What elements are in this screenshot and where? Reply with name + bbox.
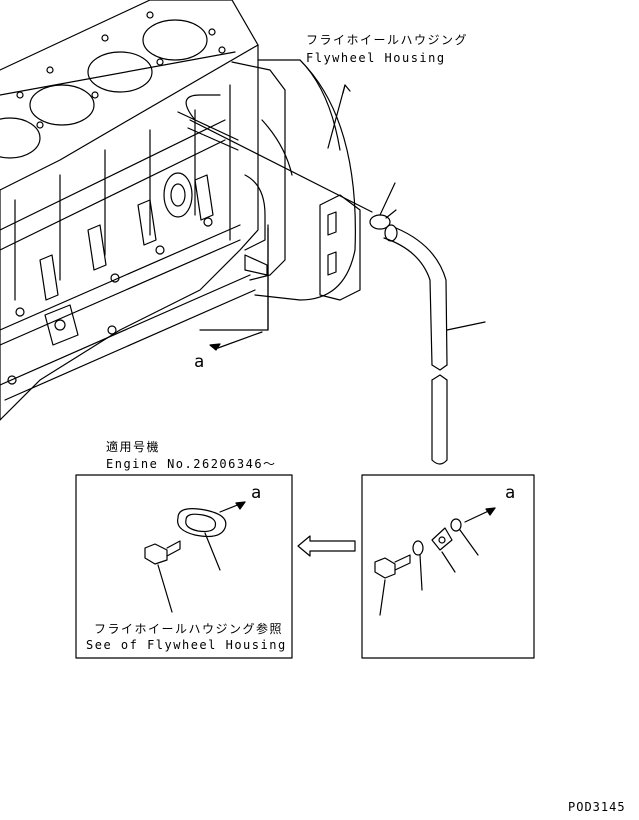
drawing-code: POD3145	[568, 800, 626, 814]
leader-lines	[189, 84, 486, 351]
see-reference-label-en: See of Flywheel Housing	[86, 638, 287, 652]
detail-box-right	[361, 474, 535, 659]
flywheel-housing	[254, 59, 361, 301]
replacement-arrow-icon	[297, 535, 356, 557]
callout-a-main: a	[194, 352, 205, 372]
see-reference-label-jp: フライホイールハウジング参照	[94, 622, 284, 636]
engine-block	[0, 0, 286, 421]
flywheel-housing-label-jp: フライホイールハウジング	[306, 33, 469, 47]
callout-a-left: a	[251, 483, 262, 503]
applicable-label-jp: 適用号機	[106, 440, 161, 454]
flywheel-housing-label-en: Flywheel Housing	[306, 51, 446, 65]
engine-number-label: Engine No.26206346～	[106, 457, 277, 471]
detail-box-left	[75, 474, 293, 659]
callout-a-right: a	[505, 483, 516, 503]
guide-tube	[369, 209, 448, 465]
